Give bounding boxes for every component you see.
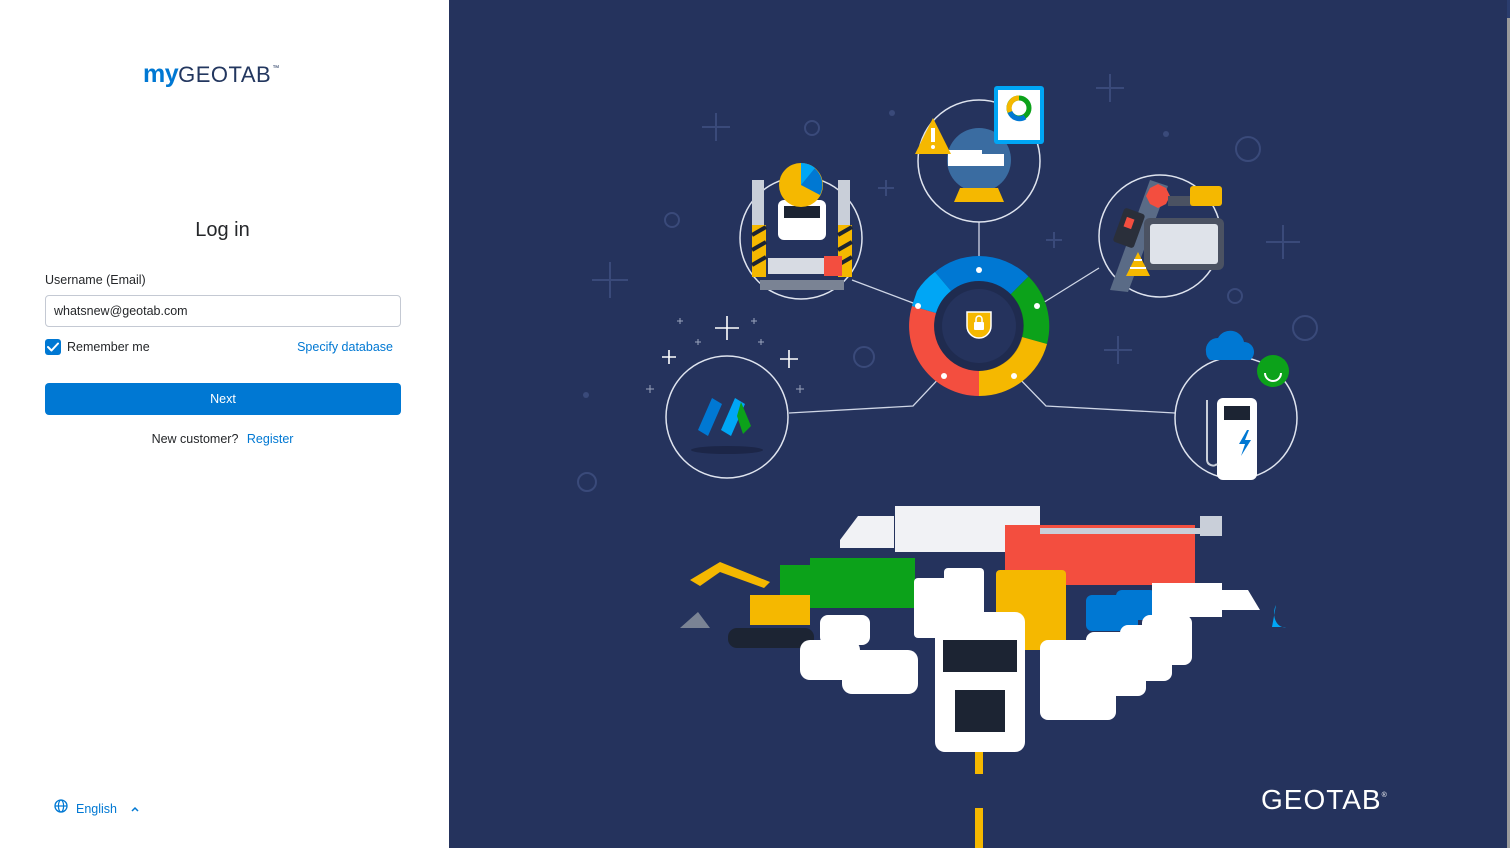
chevron-up-icon (131, 804, 139, 814)
remember-me-label: Remember me (67, 340, 150, 354)
prediction-node (915, 86, 1044, 202)
marketplace-node (646, 316, 804, 454)
language-label: English (76, 801, 117, 816)
page-title: Log in (195, 219, 250, 241)
checkbox-checked-icon[interactable] (45, 339, 61, 355)
maintenance-node (751, 162, 853, 290)
ev-charging-node (1205, 330, 1289, 480)
logo-geotab: GEOTAB (178, 62, 272, 87)
footer-logo-mark: ® (1381, 791, 1388, 799)
page-scrollbar[interactable] (1507, 0, 1510, 848)
geotab-footer-logo: GEOTAB® (1261, 784, 1388, 816)
logo-trademark: ™ (272, 65, 280, 72)
register-row: New customer? Register (0, 432, 445, 446)
globe-icon (54, 799, 68, 818)
next-button[interactable]: Next (45, 383, 401, 415)
background-decorations (577, 74, 1318, 492)
new-customer-text: New customer? (151, 432, 239, 446)
fleet-illustration (577, 74, 1318, 848)
login-panel: my GEOTAB ™ Log in Username (Email) Reme… (0, 0, 449, 848)
username-label: Username (Email) (45, 273, 146, 287)
vehicle-fleet (680, 506, 1286, 752)
register-link[interactable]: Register (246, 432, 294, 446)
dashcam-node (1110, 180, 1224, 292)
language-selector[interactable]: English (54, 799, 139, 818)
logo-my: my (143, 60, 179, 88)
scrollbar-thumb[interactable] (1507, 0, 1510, 18)
footer-logo-text: GEOTAB (1261, 784, 1382, 815)
username-input[interactable] (45, 295, 401, 327)
hero-illustration-panel: GEOTAB® (449, 0, 1510, 848)
remember-me-checkbox[interactable]: Remember me (45, 339, 150, 355)
security-donut (909, 256, 1050, 397)
specify-database-link[interactable]: Specify database (297, 340, 393, 354)
mygeotab-logo: my GEOTAB ™ (143, 60, 279, 89)
